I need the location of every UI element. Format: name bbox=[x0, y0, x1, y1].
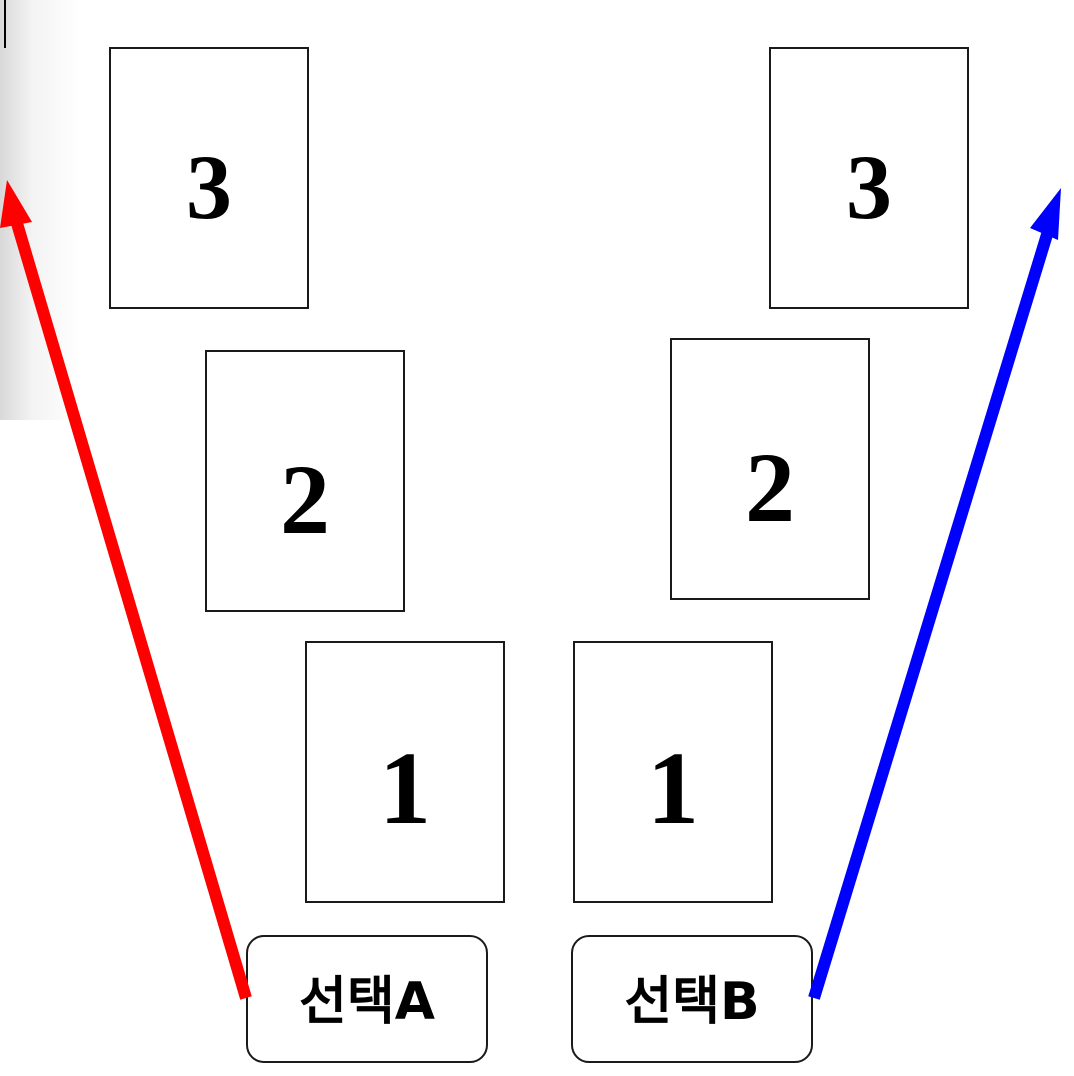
corner-shadow bbox=[0, 0, 80, 420]
left-card-2-number: 2 bbox=[280, 444, 330, 555]
left-card-3-number: 3 bbox=[186, 136, 232, 238]
arrow-a-head bbox=[0, 180, 32, 228]
right-card-2: 2 bbox=[670, 338, 870, 600]
right-card-3: 3 bbox=[769, 47, 969, 309]
choice-b-box[interactable]: 선택B bbox=[571, 935, 813, 1063]
corner-frame-edge bbox=[0, 0, 6, 48]
left-card-1-number: 1 bbox=[379, 731, 431, 846]
choice-a-box[interactable]: 선택A bbox=[246, 935, 488, 1063]
choice-b-label: 선택B bbox=[624, 972, 760, 1032]
left-card-2: 2 bbox=[205, 350, 405, 612]
right-card-3-number: 3 bbox=[846, 136, 892, 238]
right-card-1: 1 bbox=[573, 641, 773, 903]
choice-a-label: 선택A bbox=[299, 972, 435, 1032]
left-card-3: 3 bbox=[109, 47, 309, 309]
right-card-1-number: 1 bbox=[647, 731, 699, 846]
arrow-b-head bbox=[1030, 188, 1061, 240]
left-card-1: 1 bbox=[305, 641, 505, 903]
right-card-2-number: 2 bbox=[745, 432, 795, 543]
